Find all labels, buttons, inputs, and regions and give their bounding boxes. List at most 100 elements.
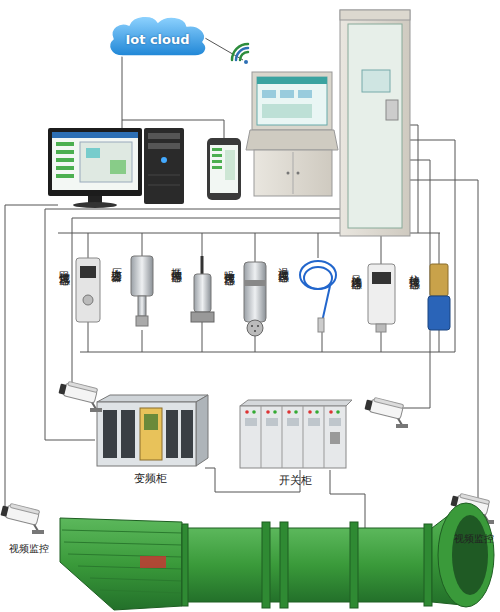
computer [56, 150, 74, 154]
methane-sensor [80, 266, 96, 278]
computer [52, 132, 138, 190]
wiring [142, 330, 143, 352]
mine-fan [140, 556, 166, 568]
switch-cabinet [266, 410, 270, 414]
noise-sensor [244, 262, 266, 322]
noise-sensor [247, 320, 263, 336]
computer [56, 174, 74, 178]
computer [80, 142, 132, 182]
switch-cabinet [315, 410, 319, 414]
sensor-node: 温度传感器 [277, 255, 342, 333]
pressure-transmitter [131, 256, 153, 296]
wiring [330, 470, 365, 528]
wifi-symbol [232, 44, 248, 60]
noise-sensor [244, 280, 266, 286]
smartphone [212, 154, 222, 157]
computer [56, 158, 74, 162]
wifi-symbol [240, 52, 248, 60]
switch-cabinet [336, 410, 340, 414]
sensor-node: 压力变送器 [110, 255, 158, 333]
mine-fan [182, 524, 188, 606]
operator-console [254, 150, 332, 196]
wiring [88, 322, 89, 352]
control-cabinet [340, 10, 410, 236]
temperature-sensor [300, 261, 336, 289]
camera-label: 视频监控 [448, 532, 500, 546]
control-cabinet [348, 24, 402, 228]
computer [56, 166, 74, 170]
computer [110, 160, 126, 174]
vfd-cabinet [140, 408, 162, 460]
switch-cabinet [303, 406, 304, 468]
computer [56, 142, 74, 146]
smartphone [210, 145, 238, 193]
cabinet-node: 变频柜 [93, 393, 208, 488]
wifi-symbol [232, 44, 248, 64]
mine-fan [60, 503, 494, 610]
computer [161, 157, 167, 163]
vfd-cabinet [181, 410, 193, 458]
vibration-sensor [191, 256, 214, 322]
cabinet-node: 开关柜 [236, 398, 354, 490]
computer [148, 143, 180, 149]
switch-cabinet [261, 406, 262, 468]
displacement-sensor [430, 264, 448, 296]
switch-cabinet [330, 432, 340, 444]
wifi-symbol [244, 60, 248, 64]
mine-fan [100, 590, 182, 593]
sensor-label: 噪声传感器 [223, 262, 236, 267]
switch-cabinet [245, 410, 249, 414]
vfd-cabinet [97, 395, 208, 466]
wiring [381, 330, 382, 352]
computer [48, 128, 184, 208]
switch-cabinet [329, 418, 341, 426]
switch-cabinet [273, 410, 277, 414]
smartphone [212, 160, 222, 163]
mine-fan [62, 530, 182, 533]
noise-sensor [254, 330, 256, 332]
switch-cabinet [252, 410, 256, 414]
switch-cabinet [240, 400, 352, 468]
mine-fan [60, 518, 182, 610]
pressure-transmitter [131, 256, 153, 326]
smartphone [225, 150, 235, 180]
mine-fan [280, 522, 288, 608]
wiring [202, 233, 203, 256]
wind-speed-sensor [376, 324, 386, 332]
wiring [322, 330, 323, 352]
sensor-label: 风速传感器 [350, 266, 363, 271]
sensor-node: 振动传感器 [170, 255, 215, 333]
wiring [202, 322, 203, 352]
computer [88, 196, 102, 203]
computer [148, 133, 180, 139]
vfd-cabinet [103, 410, 117, 458]
wind-speed-sensor [368, 264, 395, 332]
camera-symbol [364, 396, 408, 428]
operator-console [257, 77, 327, 84]
methane-sensor [76, 258, 100, 322]
vibration-sensor [191, 312, 214, 322]
cloud-label: Iot cloud [125, 32, 189, 47]
computer [73, 202, 117, 208]
camera-symbol [58, 380, 102, 412]
vfd-cabinet [196, 395, 208, 466]
switch-cabinet [240, 400, 352, 406]
sensor-node: 噪声传感器 [223, 258, 273, 336]
sensor-label: 位移传感器 [408, 266, 421, 271]
vfd-cabinet [166, 410, 178, 458]
camera-node: 视频监控 [448, 496, 500, 548]
methane-sensor [83, 295, 93, 305]
switch-cabinet [308, 410, 312, 414]
switch-cabinet [240, 406, 346, 468]
camera-node: 视频监控 [0, 506, 58, 558]
vfd-cabinet [97, 402, 196, 466]
mine-fan [438, 503, 494, 607]
cabinet-label: 变频柜 [93, 471, 208, 486]
sensor-node: 甲烷传感器 [58, 258, 103, 333]
mine-fan [90, 578, 182, 581]
wiring [72, 218, 340, 388]
wifi-symbol [236, 48, 248, 60]
temperature-sensor [300, 261, 336, 332]
temperature-sensor [322, 286, 330, 322]
